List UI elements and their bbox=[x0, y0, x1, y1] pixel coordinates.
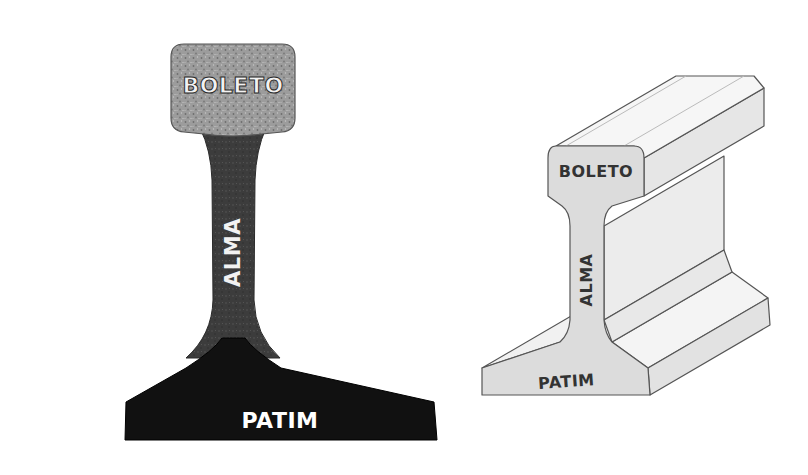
base-end bbox=[648, 298, 770, 395]
head-top-edge bbox=[566, 76, 686, 146]
rail-web bbox=[186, 128, 280, 358]
part-label: PATIM bbox=[537, 372, 595, 392]
part-label: ALMA bbox=[579, 254, 595, 307]
part-label: BOLETO bbox=[182, 75, 283, 97]
rail-section-2d bbox=[125, 44, 437, 440]
part-label: PATIM bbox=[241, 410, 318, 432]
rail-base bbox=[125, 338, 437, 440]
web-fillet bbox=[604, 250, 732, 342]
part-label: BOLETO bbox=[559, 164, 633, 180]
head-top-edge bbox=[624, 76, 744, 146]
rail-view-3d bbox=[482, 76, 770, 395]
rail-front-face bbox=[482, 146, 650, 395]
part-label: ALMA bbox=[222, 218, 243, 287]
rail-head bbox=[171, 44, 295, 136]
